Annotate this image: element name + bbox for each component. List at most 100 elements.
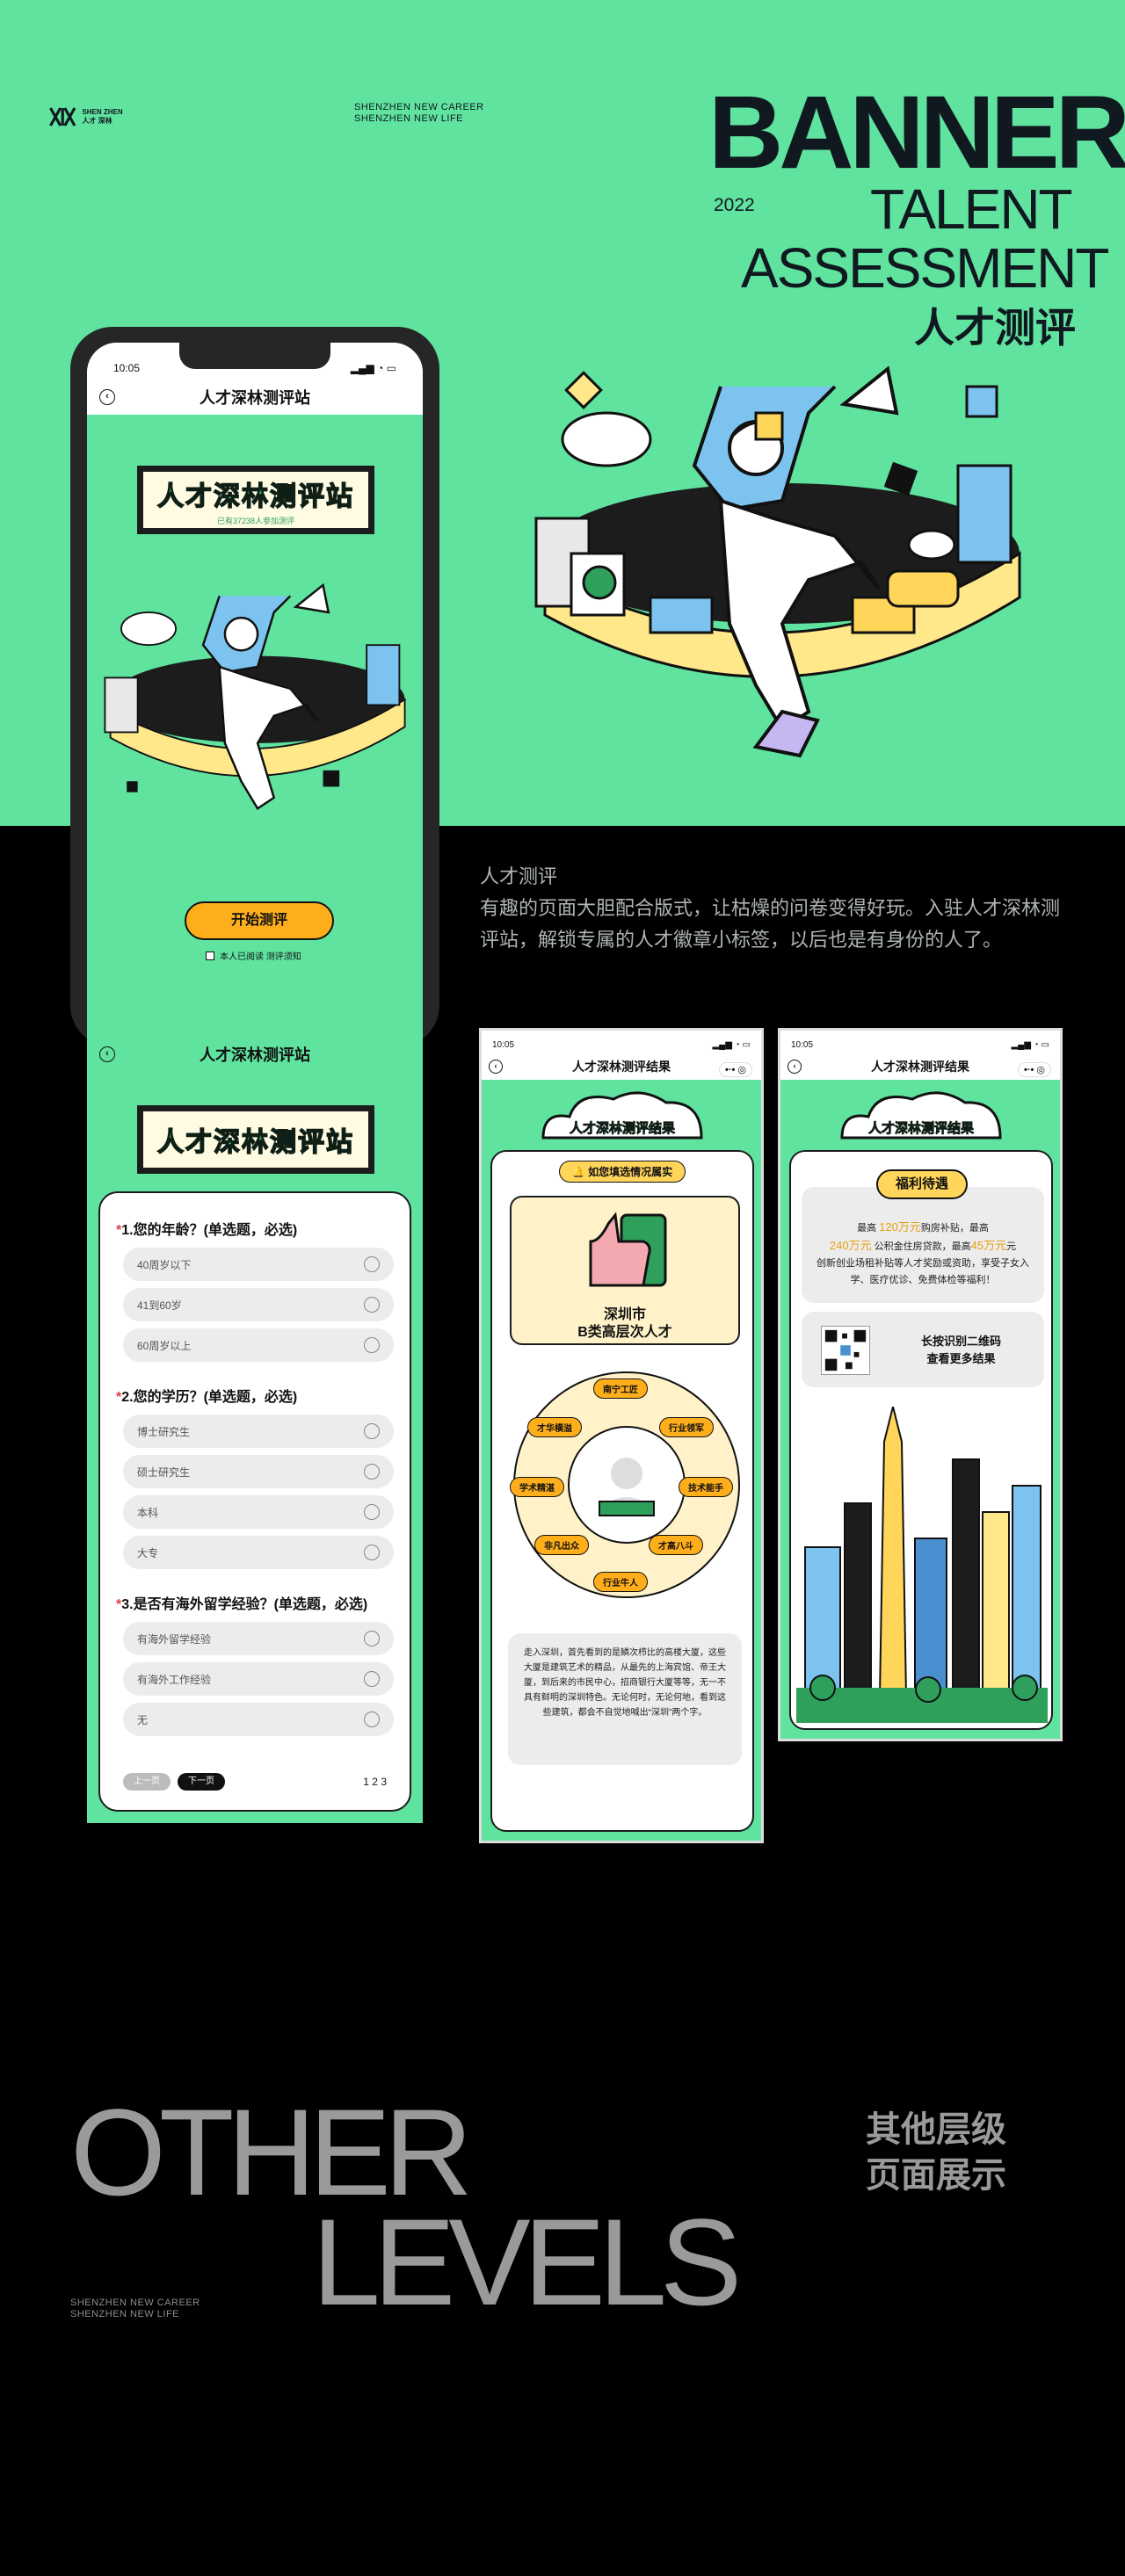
description-title: 人才测评: [480, 865, 558, 887]
radio-icon: [364, 1337, 380, 1353]
status-icons: ▂▄▆ ◔ ▭: [350, 362, 396, 374]
logo-icon: [49, 107, 76, 127]
result-paragraph: 走入深圳，首先看到的是鳞次栉比的高楼大厦，这些大厦是建筑艺术的精品，从最先的上海…: [508, 1633, 742, 1765]
sign-board: 人才深林测评站 已有37238人参加测评: [137, 466, 374, 534]
next-button[interactable]: 下一页: [178, 1773, 225, 1791]
nav-bar: ‹ 人才深林测评结果 •·• ◎: [482, 1053, 761, 1080]
qr-text: 长按识别二维码查看更多结果: [921, 1335, 1002, 1365]
logo-text: SHEN ZHEN 人才 深林: [82, 108, 123, 125]
question-1: *1.您的年龄？(单选题，必选) 40周岁以下 41到60岁 60周岁以上: [116, 1218, 394, 1362]
back-icon[interactable]: ‹: [489, 1060, 503, 1074]
other-heading: OTHER: [70, 2083, 473, 2221]
tag: 学术精湛: [510, 1477, 564, 1497]
tag: 南宁工匠: [593, 1378, 648, 1399]
banner-heading: BANNER: [708, 75, 1125, 191]
question-card: *1.您的年龄？(单选题，必选) 40周岁以下 41到60岁 60周岁以上 *2…: [98, 1191, 411, 1812]
levels-heading: LEVELS: [312, 2193, 742, 2331]
brand-logo: SHEN ZHEN 人才 深林: [48, 99, 127, 134]
cn-title: 人才测评: [914, 305, 1076, 351]
qr-box[interactable]: 长按识别二维码查看更多结果: [802, 1312, 1044, 1387]
checkbox-icon[interactable]: [206, 951, 214, 960]
hero-illustration: [534, 365, 1021, 758]
thumbs-up-icon: [589, 1212, 667, 1287]
radio-icon: [364, 1504, 380, 1520]
option[interactable]: 有海外留学经验: [123, 1622, 394, 1655]
back-icon[interactable]: ‹: [99, 389, 115, 405]
option[interactable]: 有海外工作经验: [123, 1662, 394, 1696]
option[interactable]: 41到60岁: [123, 1288, 394, 1321]
tag: 非凡出众: [534, 1535, 589, 1555]
radio-icon: [364, 1464, 380, 1480]
back-icon[interactable]: ‹: [788, 1060, 802, 1074]
back-icon[interactable]: ‹: [99, 1046, 115, 1062]
footer-cn-title: 其他层级页面展示: [866, 2110, 1006, 2195]
city-skyline-illustration: [796, 1407, 1048, 1723]
agree-checkbox[interactable]: 本人已阅读 测评须知: [206, 949, 301, 962]
start-button[interactable]: 开始测评: [185, 901, 334, 940]
prev-button[interactable]: 上一页: [123, 1773, 171, 1791]
talent-heading: TALENT: [870, 177, 1073, 241]
phone-result: 10:05▂▄▆ ◔ ▭ ‹ 人才深林测评结果 •·• ◎ 人才深林测评结果 🔔…: [479, 1028, 764, 1843]
sign-subtitle: 已有37238人参加测评: [216, 516, 295, 525]
radio-icon: [364, 1297, 380, 1313]
capsule-menu[interactable]: •·• ◎: [718, 1062, 752, 1077]
radio-icon: [364, 1423, 380, 1439]
cloud-title: 人才深林测评结果: [569, 1121, 676, 1137]
page-numbers[interactable]: 1 2 3: [363, 1776, 387, 1788]
option[interactable]: 无: [123, 1703, 394, 1736]
status-time: 10:05: [113, 362, 141, 374]
nav-bar-question: ‹ 人才深林测评站: [87, 1037, 423, 1072]
sign-title: 人才深林测评站: [156, 1127, 354, 1158]
cloud-icon: [840, 1091, 1002, 1140]
year-label: 2022: [714, 195, 755, 215]
welfare-title: 福利待遇: [876, 1169, 968, 1199]
welfare-panel: 最高 120万元购房补贴，最高 240万元 公积金住房贷款，最高45万元元 创新…: [789, 1150, 1053, 1730]
option[interactable]: 大专: [123, 1536, 394, 1569]
cloud-icon: [541, 1091, 703, 1140]
capsule-menu[interactable]: •·• ◎: [1017, 1062, 1051, 1077]
tag: 才高八斗: [649, 1535, 703, 1555]
status-bar: 10:05▂▄▆ ◔ ▭: [482, 1031, 761, 1053]
notice-pill: 🔔 如您填选情况属实: [558, 1161, 686, 1183]
sign-board-question: 人才深林测评站: [137, 1105, 374, 1174]
nav-bar: ‹ 人才深林测评站: [87, 380, 423, 415]
tag: 技术能手: [679, 1477, 733, 1497]
option[interactable]: 60周岁以上: [123, 1328, 394, 1362]
radio-icon: [364, 1671, 380, 1687]
assessment-heading: ASSESSMENT: [741, 236, 1109, 300]
status-bar: 10:05▂▄▆ ◔ ▭: [780, 1031, 1060, 1053]
option[interactable]: 硕士研究生: [123, 1455, 394, 1488]
radio-icon: [364, 1711, 380, 1727]
question-3: *3.是否有海外留学经验？(单选题，必选) 有海外留学经验 有海外工作经验 无: [116, 1592, 394, 1736]
phone-screen-start: 10:05 ▂▄▆ ◔ ▭ ‹ 人才深林测评站 人才深林测评站 已有37238人…: [87, 343, 423, 1823]
nav-title: 人才深林测评结果: [871, 1060, 969, 1074]
qr-code-icon[interactable]: [821, 1326, 870, 1375]
notch: [179, 343, 330, 369]
welfare-box: 最高 120万元购房补贴，最高 240万元 公积金住房贷款，最高45万元元 创新…: [802, 1187, 1044, 1303]
nav-title: 人才深林测评站: [200, 1046, 310, 1064]
sign-title: 人才深林测评站: [156, 481, 354, 512]
radio-icon: [364, 1631, 380, 1646]
tag: 才华横溢: [527, 1417, 582, 1437]
description: 人才测评 有趣的页面大胆配合版式，让枯燥的问卷变得好玩。入驻人才深林测评站，解锁…: [480, 861, 1078, 956]
welfare-body: 人才深林测评结果 最高 120万元购房补贴，最高 240万元 公积金住房贷款，最…: [780, 1080, 1060, 1739]
start-illustration: [104, 582, 406, 811]
nav-title: 人才深林测评站: [200, 389, 310, 407]
option[interactable]: 40周岁以下: [123, 1248, 394, 1281]
question-2: *2.您的学历？(单选题，必选) 博士研究生 硕士研究生 本科 大专: [116, 1385, 394, 1569]
nav-bar: ‹ 人才深林测评结果 •·• ◎: [780, 1053, 1060, 1080]
tag: 行业牛人: [593, 1572, 648, 1592]
phone-welfare: 10:05▂▄▆ ◔ ▭ ‹ 人才深林测评结果 •·• ◎ 人才深林测评结果 最…: [778, 1028, 1063, 1741]
phone-screens: 10:05 ▂▄▆ ◔ ▭ ‹ 人才深林测评站 人才深林测评站 已有37238人…: [70, 327, 439, 1838]
option[interactable]: 本科: [123, 1495, 394, 1529]
tag: 行业领军: [659, 1417, 714, 1437]
radio-icon: [364, 1256, 380, 1272]
radio-icon: [364, 1545, 380, 1560]
option[interactable]: 博士研究生: [123, 1415, 394, 1448]
